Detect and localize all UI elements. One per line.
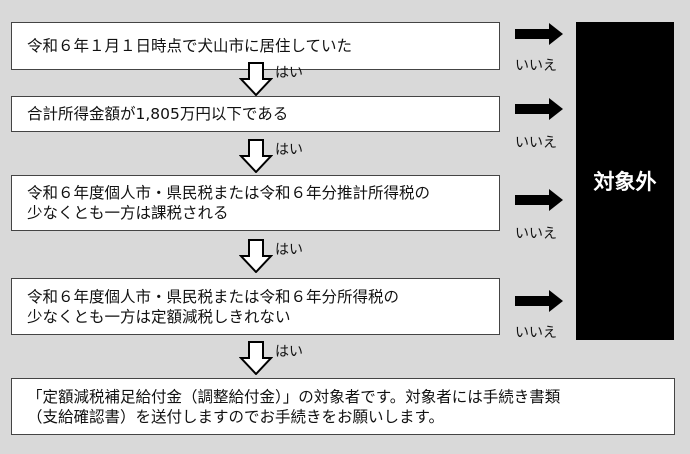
no-label: いいえ bbox=[515, 135, 557, 151]
result-line-1: 「定額減税補足給付金（調整給付金）」の対象者です。対象者には手続き書類 bbox=[27, 387, 561, 406]
no-label: いいえ bbox=[515, 226, 557, 242]
step-2-box: 合計所得金額が1,805万円以下である bbox=[11, 96, 500, 132]
arrow-down-icon bbox=[239, 341, 273, 375]
result-line-2: （支給確認書）を送付しますのでお手続きをお願いします。 bbox=[27, 407, 444, 426]
arrow-down-icon bbox=[239, 239, 273, 273]
step-3-line-2: 少なくとも一方は課税される bbox=[27, 204, 229, 222]
step-4-box: 令和６年度個人市・県民税または令和６年分所得税の 少なくとも一方は定額減税しきれ… bbox=[11, 278, 500, 335]
arrow-down-icon bbox=[239, 62, 273, 96]
no-label: いいえ bbox=[515, 325, 557, 341]
yes-label: はい bbox=[275, 65, 303, 81]
step-3-line-1: 令和６年度個人市・県民税または令和６年分推計所得税の bbox=[27, 184, 431, 202]
excluded-box: 対象外 bbox=[576, 22, 674, 340]
step-2-text: 合計所得金額が1,805万円以下である bbox=[27, 105, 289, 123]
step-3-box: 令和６年度個人市・県民税または令和６年分推計所得税の 少なくとも一方は課税される bbox=[11, 175, 500, 231]
step-4-line-2: 少なくとも一方は定額減税しきれない bbox=[27, 307, 291, 326]
yes-label: はい bbox=[275, 142, 303, 158]
excluded-label: 対象外 bbox=[593, 170, 657, 194]
no-label: いいえ bbox=[515, 58, 557, 74]
step-4-line-1: 令和６年度個人市・県民税または令和６年分所得税の bbox=[27, 287, 400, 306]
arrow-right-icon bbox=[515, 290, 563, 312]
result-box: 「定額減税補足給付金（調整給付金）」の対象者です。対象者には手続き書類 （支給確… bbox=[11, 378, 675, 435]
yes-label: はい bbox=[275, 344, 303, 360]
arrow-right-icon bbox=[515, 98, 563, 120]
arrow-right-icon bbox=[515, 189, 563, 211]
yes-label: はい bbox=[275, 242, 303, 258]
arrow-right-icon bbox=[515, 23, 563, 45]
step-1-text: 令和６年１月１日時点で犬山市に居住していた bbox=[27, 37, 353, 55]
arrow-down-icon bbox=[239, 139, 273, 173]
